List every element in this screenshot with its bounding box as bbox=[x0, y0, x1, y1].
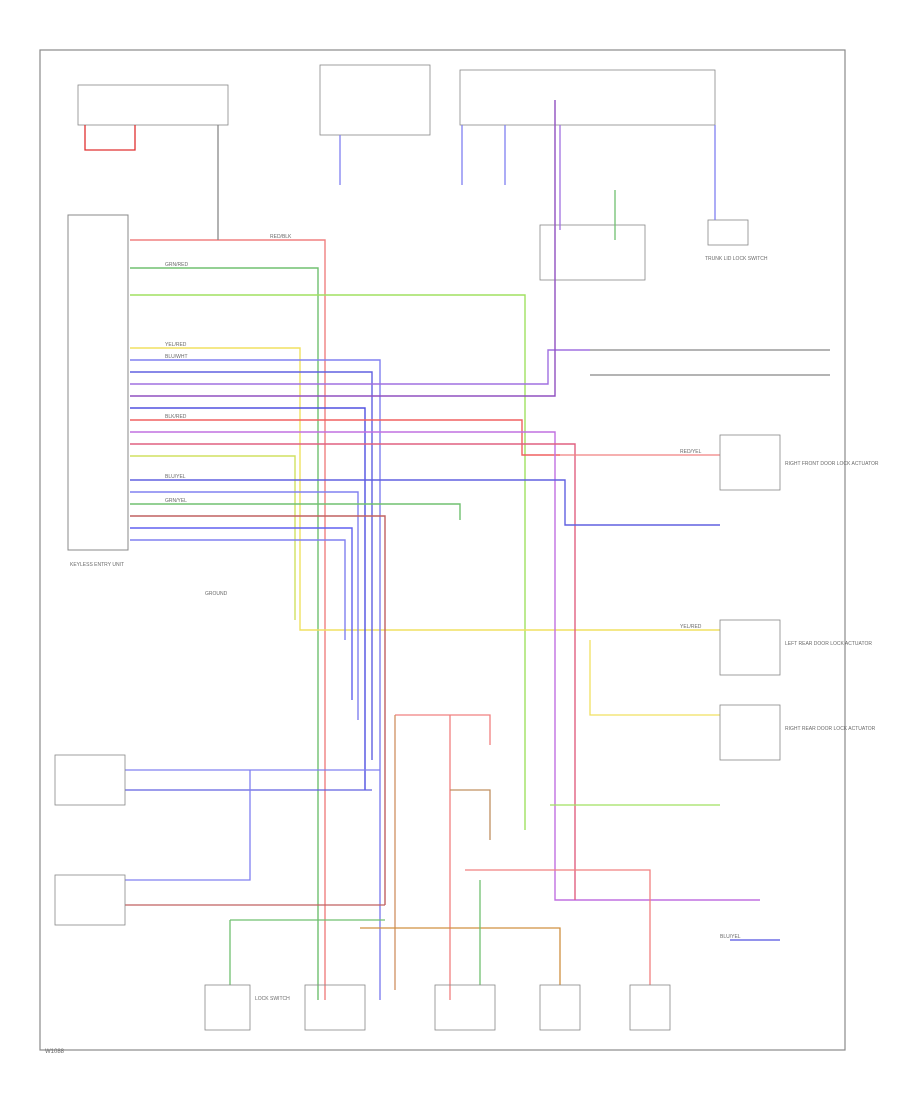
top-middle-switch-box bbox=[319, 64, 431, 136]
bottom-switch-box-4 bbox=[629, 984, 671, 1031]
trunk-lid-label: TRUNK LID LOCK SWITCH bbox=[705, 256, 768, 262]
lower-wires bbox=[125, 640, 780, 1000]
keyless-entry-unit-label: KEYLESS ENTRY UNIT bbox=[70, 562, 124, 568]
right-rear-actuator-label: RIGHT REAR DOOR LOCK ACTUATOR bbox=[785, 726, 876, 732]
wire-label: RED/BLK bbox=[270, 234, 292, 240]
door-lock-switch-left-box bbox=[54, 754, 126, 806]
top-wires bbox=[84, 125, 830, 456]
top-right-relay-box bbox=[459, 69, 716, 126]
wire-label: BLU/YEL bbox=[165, 474, 186, 480]
wire-label: GRN/YEL bbox=[165, 498, 187, 504]
bottom-switch-box-1 bbox=[304, 984, 366, 1031]
wire-label: GRN/RED bbox=[165, 262, 188, 268]
wire-label: BLU/YEL bbox=[720, 934, 741, 940]
keyless-entry-unit-box bbox=[67, 214, 129, 551]
right-rear-door-lock-actuator-box bbox=[719, 434, 781, 491]
top-left-fuse-box bbox=[77, 84, 229, 126]
bottom-switch-box-3 bbox=[539, 984, 581, 1031]
door-lock-switch-left-box-2 bbox=[54, 874, 126, 926]
diagram-border bbox=[39, 49, 846, 1051]
wire-label: YEL/RED bbox=[680, 624, 702, 630]
left-rear-actuator-label: LEFT REAR DOOR LOCK ACTUATOR bbox=[785, 641, 872, 647]
relay-center-box bbox=[539, 224, 646, 281]
bottom-switch-box-2 bbox=[434, 984, 496, 1031]
trunk-lid-box bbox=[707, 219, 749, 246]
wire-harness bbox=[130, 100, 760, 1000]
wire-label: BLK/RED bbox=[165, 414, 187, 420]
footer-code: W1088 bbox=[45, 1049, 65, 1055]
wire-label: BLU/WHT bbox=[165, 354, 188, 360]
wire-label: RED/YEL bbox=[680, 449, 702, 455]
ground-label: GROUND bbox=[205, 591, 228, 597]
right-rear-actuator-box-2 bbox=[719, 704, 781, 761]
wire-label: YEL/RED bbox=[165, 342, 187, 348]
lock-switch-label: LOCK SWITCH bbox=[255, 996, 290, 1002]
left-front-actuator-label: RIGHT FRONT DOOR LOCK ACTUATOR bbox=[785, 461, 879, 467]
left-rear-door-lock-actuator-box bbox=[719, 619, 781, 676]
lock-switch-box bbox=[204, 984, 251, 1031]
